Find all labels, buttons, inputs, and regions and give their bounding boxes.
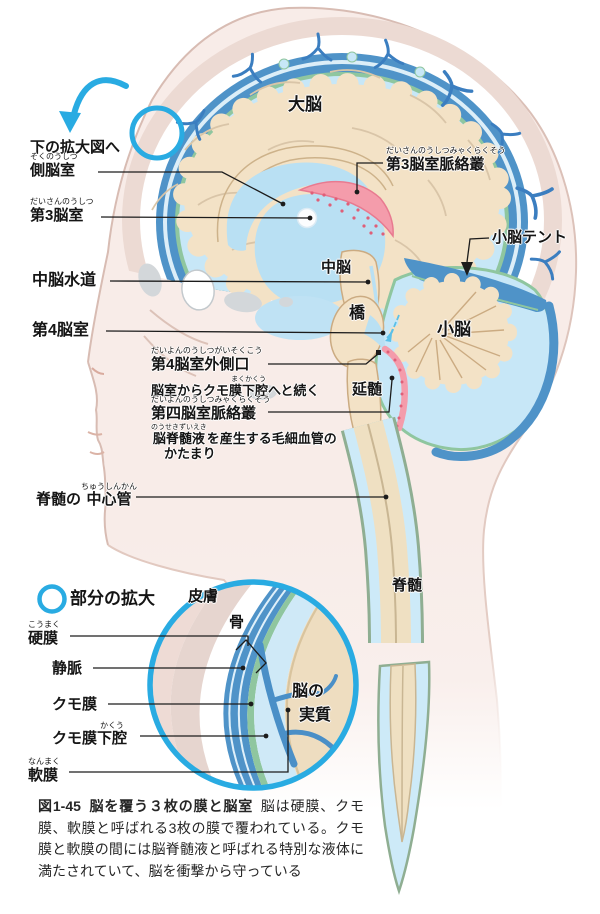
label-central-canal: 脊髄の ちゅうしんかん 中心管 xyxy=(36,482,138,508)
note-lateral-aperture: 脳室からクモ まくかくう 膜下腔 へと続く xyxy=(151,376,320,398)
label-third-choroid: だいさんのうしつみゃくらくそう 第3脳室脈絡叢 xyxy=(386,146,506,173)
csf-flow-arrows xyxy=(386,314,400,339)
magnifier-circle-icon xyxy=(37,584,67,614)
label-tentorium: 小脳テント xyxy=(492,229,568,246)
label-cerebrum: 大脳 xyxy=(288,95,322,114)
note-fourth-choroid: のうせきずいえき 脳脊髄液 を産生する毛細血管の xyxy=(151,424,337,446)
label-lateral-ventricle: そくのうしつ 側脳室 xyxy=(30,152,78,179)
inset-label-brain-1: 脳の xyxy=(292,683,325,700)
label-arachnoid: クモ膜 xyxy=(52,696,98,713)
label-lateral-aperture: だいよんのうしつがいそくこう 第4脳室外側口 xyxy=(151,346,263,373)
posterior-fossa xyxy=(374,258,559,461)
caption-tag: 図1-45 xyxy=(38,798,81,814)
inset-label-brain-2: 実質 xyxy=(299,707,332,724)
label-dura: こうまく 硬膜 xyxy=(28,620,60,647)
label-cerebellum: 小脳 xyxy=(437,320,471,339)
label-spinal-cord: 脊髄 xyxy=(392,577,423,594)
label-pia: なんまく 軟膜 xyxy=(28,757,60,784)
dural-sac-lower xyxy=(377,660,431,895)
inset-label-bone: 骨 xyxy=(229,614,245,631)
label-subarachnoid: クモ膜 かくう 下腔 xyxy=(52,721,128,747)
note-fourth-choroid-line2: かたまり xyxy=(164,446,216,461)
label-fourth-choroid: だいよんのうしつみゃくらくそう 第四脳室脈絡叢 xyxy=(151,395,271,422)
leader-lines xyxy=(69,162,490,773)
inset-label-skin: 皮膚 xyxy=(188,588,219,605)
label-pons: 橋 xyxy=(349,305,366,322)
inset-heading: 部分の拡大 xyxy=(70,589,155,608)
label-midbrain: 中脳 xyxy=(321,259,352,276)
label-medulla: 延髄 xyxy=(352,381,383,398)
choroid-plexus-fourth xyxy=(381,345,409,432)
leader-endpoints xyxy=(240,189,473,739)
caption-title: 脳を覆う３枚の膜と脳室 xyxy=(88,798,254,814)
label-fourth-ventricle: 第4脳室 xyxy=(32,322,89,339)
caption-body: 脳は硬膜、クモ膜、軟膜と呼ばれる3枚の膜で覆われている。クモ膜と軟膜の間には脳脊… xyxy=(38,798,365,879)
label-zoom-note: 下の拡大図へ xyxy=(30,139,121,156)
zoom-arrow-icon xyxy=(59,77,129,133)
figure-caption: 図1-45 脳を覆う３枚の膜と脳室脳は硬膜、クモ膜、軟膜と呼ばれる3枚の膜で覆われ… xyxy=(38,796,364,882)
spinal-cord-upper xyxy=(340,416,424,644)
dural-veins xyxy=(175,32,561,281)
label-third-ventricle: だいさんのうしつ 第3脳室 xyxy=(30,197,94,224)
skull-base-structures xyxy=(138,263,293,400)
zoom-ring-icon xyxy=(129,105,185,161)
label-aqueduct: 中脳水道 xyxy=(32,272,97,289)
label-vein: 静脈 xyxy=(52,660,83,677)
choroid-plexus-third xyxy=(297,180,394,239)
